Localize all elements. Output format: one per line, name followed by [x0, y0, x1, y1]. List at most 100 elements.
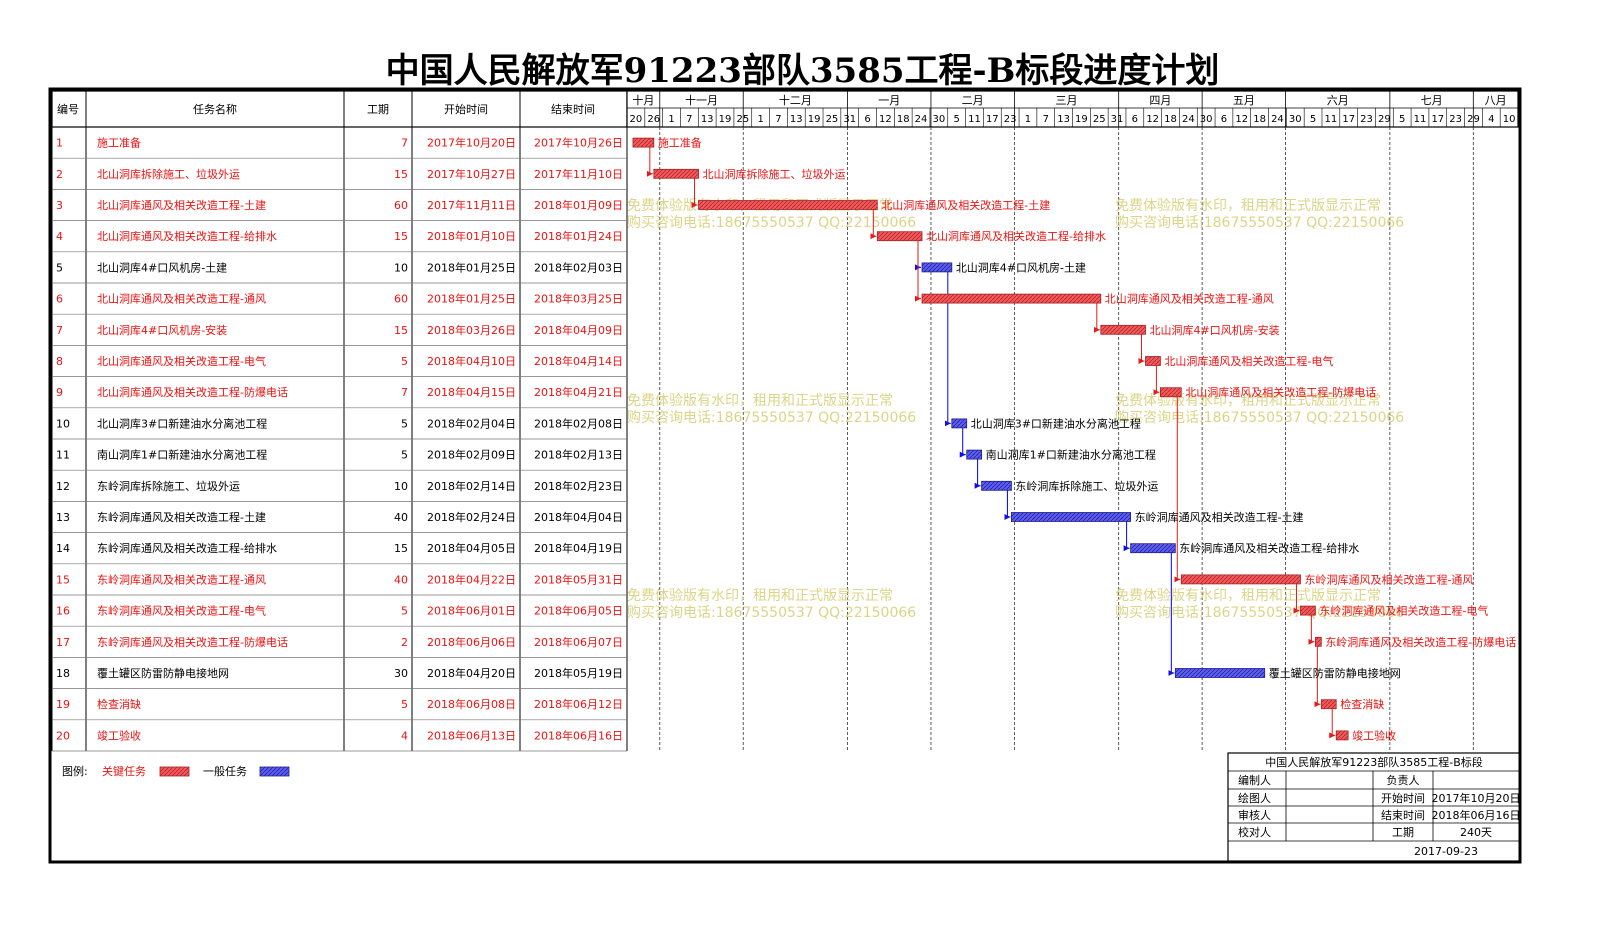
table-cell-id: 9 — [56, 386, 63, 399]
table-cell-start: 2018年06月13日 — [427, 728, 516, 742]
week-tick-label: 12 — [879, 114, 892, 125]
task-bar-label: 北山洞库4#口风机房-安装 — [1150, 323, 1280, 337]
month-label: 三月 — [1056, 94, 1078, 107]
watermark-text: 免费体验版有水印，租用和正式版显示正常 — [627, 393, 893, 409]
table-cell-days: 10 — [394, 480, 408, 493]
info-owner: 负责人 — [1387, 773, 1420, 787]
table-cell-name: 覆土罐区防雷防静电接地网 — [97, 666, 229, 680]
table-cell-id: 16 — [56, 605, 70, 618]
week-tick-label: 7 — [1043, 114, 1049, 125]
table-cell-start: 2018年04月10日 — [427, 354, 516, 368]
month-label: 十一月 — [685, 93, 718, 107]
watermark-text: 免费体验版有水印，租用和正式版显示正常 — [627, 588, 893, 604]
info-start-label: 开始时间 — [1381, 791, 1425, 805]
week-tick-label: 1 — [668, 114, 674, 125]
task-bar-3 — [698, 200, 878, 210]
week-tick-label: 11 — [1325, 114, 1338, 125]
table-cell-days: 15 — [394, 542, 408, 555]
task-bar-2 — [653, 168, 699, 179]
legend-critical-swatch — [159, 766, 190, 777]
task-bar-15 — [1180, 574, 1301, 585]
week-tick-label: 30 — [1200, 114, 1213, 125]
dependency-link — [1138, 334, 1145, 364]
table-cell-start: 2018年01月10日 — [427, 229, 516, 243]
table-cell-end: 2018年05月31日 — [534, 572, 623, 586]
task-bar-4 — [876, 231, 923, 242]
task-bar-label: 竣工验收 — [1352, 728, 1396, 742]
week-tick-label: 7 — [775, 114, 781, 125]
week-tick-label: 23 — [1449, 114, 1462, 125]
table-cell-id: 8 — [56, 355, 63, 368]
week-tick-label: 5 — [1399, 114, 1405, 125]
table-cell-start: 2018年02月24日 — [427, 510, 516, 524]
dependency-link — [646, 147, 653, 177]
table-cell-name: 北山洞库通风及相关改造工程-土建 — [97, 198, 266, 212]
month-label: 七月 — [1421, 94, 1443, 107]
task-bar-label: 东岭洞库通风及相关改造工程-防爆电话 — [1325, 635, 1516, 649]
table-cell-start: 2018年04月15日 — [427, 385, 516, 399]
week-tick-label: 11 — [968, 114, 981, 125]
info-drawer: 绘图人 — [1238, 791, 1271, 805]
dependency-link — [974, 459, 981, 489]
table-cell-id: 11 — [56, 449, 70, 462]
column-header-2: 工期 — [367, 103, 389, 116]
week-tick-label: 19 — [808, 114, 821, 125]
table-cell-days: 2 — [401, 636, 408, 649]
table-cell-id: 7 — [56, 324, 63, 337]
month-label: 十二月 — [779, 93, 812, 107]
table-cell-name: 北山洞库通风及相关改造工程-防爆电话 — [97, 385, 288, 399]
week-tick-label: 4 — [1488, 114, 1494, 125]
month-label: 六月 — [1327, 94, 1349, 107]
watermark-text: 购买咨询电话:18675550537 QQ:22150066 — [1115, 410, 1404, 426]
task-bar-17 — [1314, 636, 1322, 647]
task-bar-label: 东岭洞库拆除施工、垃圾外运 — [1015, 479, 1158, 493]
task-bar-label: 北山洞库通风及相关改造工程-土建 — [881, 198, 1050, 212]
legend-critical-label: 关键任务 — [102, 764, 146, 778]
dependency-link — [1308, 615, 1315, 645]
table-cell-id: 6 — [56, 293, 63, 306]
dependency-link — [1314, 646, 1321, 708]
dependency-links — [646, 147, 1336, 739]
table-cell-name: 南山洞库1#口新建油水分离池工程 — [97, 448, 267, 462]
task-bars — [632, 137, 1349, 741]
week-tick-label: 6 — [1132, 114, 1138, 125]
watermark-text: 购买咨询电话:18675550537 QQ:22150066 — [627, 605, 916, 621]
table-cell-days: 7 — [401, 386, 408, 399]
info-proofreader: 校对人 — [1238, 825, 1271, 839]
task-bar-label: 北山洞库3#口新建油水分离池工程 — [971, 416, 1141, 430]
table-cell-start: 2018年02月14日 — [427, 479, 516, 493]
table-cell-start: 2018年02月09日 — [427, 448, 516, 462]
week-tick-label: 6 — [864, 114, 870, 125]
week-tick-label: 1 — [757, 114, 763, 125]
task-bar-11 — [966, 449, 983, 460]
info-duration-value: 240天 — [1460, 826, 1492, 839]
week-tick-label: 29 — [1467, 114, 1480, 125]
week-tick-label: 20 — [630, 114, 643, 125]
task-bar-label: 覆土罐区防雷防静电接地网 — [1269, 666, 1401, 680]
week-tick-label: 11 — [1414, 114, 1427, 125]
task-bar-6 — [921, 293, 1102, 304]
table-cell-end: 2018年04月21日 — [534, 385, 623, 399]
info-date: 2017-09-23 — [1414, 845, 1478, 858]
legend: 图例: 关键任务 一般任务 — [62, 764, 290, 778]
column-header-0: 编号 — [57, 102, 79, 116]
table-cell-days: 5 — [401, 417, 408, 430]
table-cell-id: 1 — [56, 137, 63, 150]
table-cell-end: 2018年06月16日 — [534, 728, 623, 742]
table-cell-id: 2 — [56, 168, 63, 181]
table-cell-start: 2017年10月27日 — [427, 167, 516, 181]
dependency-link — [959, 427, 966, 458]
table-cell-days: 15 — [394, 230, 408, 243]
table-cell-id: 13 — [56, 511, 70, 524]
task-bar-14 — [1130, 543, 1176, 554]
task-bar-label: 施工准备 — [658, 136, 702, 150]
watermark-text: 购买咨询电话:18675550537 QQ:22150066 — [1115, 215, 1404, 231]
task-bar-label: 北山洞库通风及相关改造工程-电气 — [1164, 354, 1333, 368]
table-cell-name: 北山洞库通风及相关改造工程-通风 — [97, 292, 266, 306]
task-bar-1 — [632, 137, 655, 148]
legend-normal-swatch — [259, 766, 290, 777]
table-cell-end: 2018年04月09日 — [534, 323, 623, 337]
table-cell-start: 2018年01月25日 — [427, 260, 516, 274]
